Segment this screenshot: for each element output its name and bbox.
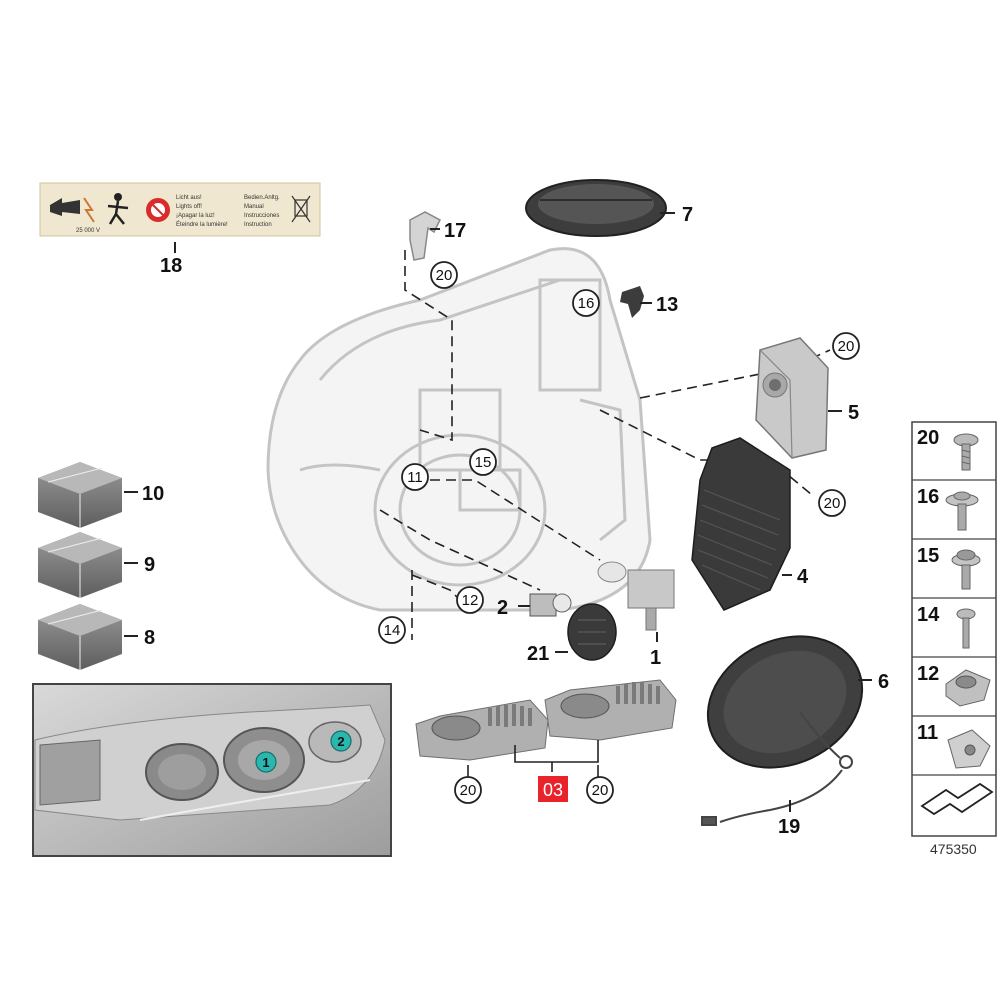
inset-marker-2: 2 [330, 730, 352, 752]
box-part-8 [38, 604, 122, 670]
svg-text:Instrucciones: Instrucciones [244, 213, 279, 219]
svg-text:20: 20 [824, 495, 841, 512]
circled-ref-15[interactable]: 15 [469, 448, 497, 476]
warning-label: 25 000 V Licht aus! Lights off! ¡Apagar … [39, 182, 321, 237]
sidebar-item-20[interactable]: 20 [917, 427, 979, 471]
arrow-icon [920, 782, 994, 816]
speed-nut-icon [947, 729, 991, 769]
svg-text:14: 14 [384, 622, 401, 639]
bolt-icon [956, 608, 976, 649]
circled-ref-20-heatsink[interactable]: 20 [818, 489, 846, 517]
box-part-10 [38, 462, 122, 528]
svg-text:Éteindre la lumière!: Éteindre la lumière! [176, 221, 228, 228]
svg-text:Bedien.Anltg.: Bedien.Anltg. [244, 195, 280, 201]
flange-screw-icon [951, 549, 981, 590]
svg-text:16: 16 [917, 486, 939, 508]
callout-19: 19 [778, 816, 800, 838]
round-cap-part-21 [567, 603, 617, 661]
callout-4: 4 [797, 566, 809, 588]
callout-13: 13 [656, 294, 678, 316]
rear-cover-part-6 [706, 635, 864, 769]
svg-text:Lights off!: Lights off! [176, 204, 202, 210]
circled-ref-20-top[interactable]: 20 [430, 261, 458, 289]
svg-text:20: 20 [592, 782, 609, 799]
control-module-part-5 [755, 337, 829, 459]
circled-ref-16[interactable]: 16 [572, 289, 600, 317]
svg-text:¡Apagar la luz!: ¡Apagar la luz! [176, 213, 215, 219]
callout-10: 10 [142, 483, 164, 505]
sidebar-item-15[interactable]: 15 [917, 545, 981, 590]
svg-text:11: 11 [407, 469, 423, 486]
sidebar-item-16[interactable]: 16 [917, 486, 979, 531]
cable-part-19 [701, 711, 853, 826]
diagram-number: 475350 [930, 841, 977, 857]
callout-8: 8 [144, 627, 155, 649]
small-bulb-part-2 [529, 593, 572, 617]
inset-marker-1: 1 [255, 751, 277, 773]
callout-17: 17 [444, 220, 466, 242]
bracket-part-17 [409, 211, 441, 261]
svg-text:1: 1 [262, 755, 269, 770]
callout-9: 9 [144, 554, 155, 576]
svg-text:25 000 V: 25 000 V [76, 228, 100, 234]
svg-text:20: 20 [436, 267, 453, 284]
callout-21: 21 [527, 643, 549, 665]
sidebar-item-14[interactable]: 14 [917, 604, 976, 649]
led-module-left [415, 699, 549, 761]
circled-ref-20-module[interactable]: 20 [832, 332, 860, 360]
callout-18: 18 [160, 255, 182, 277]
svg-text:20: 20 [838, 338, 855, 355]
connector-part-13 [620, 286, 644, 318]
svg-text:12: 12 [917, 663, 939, 685]
bulb-module-part-1 [597, 561, 675, 631]
svg-text:16: 16 [578, 295, 595, 312]
callout-7: 7 [682, 204, 693, 226]
led-module-right [544, 679, 677, 741]
circled-ref-12[interactable]: 12 [456, 586, 484, 614]
fastener-sidebar [911, 421, 997, 837]
washer-screw-icon [945, 491, 979, 531]
highlighted-part-03[interactable]: 03 [538, 776, 568, 802]
sidebar-item-11[interactable]: 11 [917, 722, 991, 769]
box-part-9 [38, 532, 122, 598]
circled-ref-20-led-left[interactable]: 20 [454, 776, 482, 804]
torx-screw-icon [953, 433, 979, 471]
svg-text:12: 12 [462, 592, 479, 609]
svg-text:14: 14 [917, 604, 940, 626]
svg-text:15: 15 [475, 454, 492, 471]
svg-text:20: 20 [460, 782, 477, 799]
callout-1: 1 [650, 647, 661, 669]
callout-5: 5 [848, 402, 859, 424]
sidebar-item-12[interactable]: 12 [917, 663, 991, 707]
headlight-inset [32, 683, 392, 857]
circled-ref-14[interactable]: 14 [378, 616, 406, 644]
callout-2: 2 [497, 597, 508, 619]
nut-clip-icon [945, 669, 991, 707]
recycle-bin-icon [291, 195, 311, 223]
svg-text:Instruction: Instruction [244, 222, 272, 228]
svg-text:15: 15 [917, 545, 939, 567]
svg-text:Licht aus!: Licht aus! [176, 195, 202, 201]
svg-text:03: 03 [543, 780, 563, 800]
heatsink-part-4 [691, 437, 791, 611]
svg-text:Manual: Manual [244, 204, 264, 210]
callout-6: 6 [878, 671, 889, 693]
circled-ref-20-led-right[interactable]: 20 [586, 776, 614, 804]
svg-text:2: 2 [337, 734, 344, 749]
svg-text:20: 20 [917, 427, 939, 449]
svg-text:11: 11 [917, 722, 938, 744]
cover-cap-part-7 [525, 179, 667, 237]
circled-ref-11[interactable]: 11 [401, 463, 429, 491]
